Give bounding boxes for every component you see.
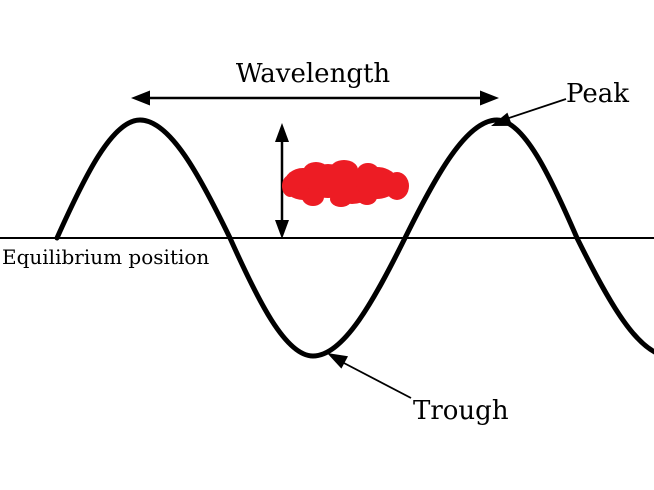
peak-pointer-arrow	[491, 98, 567, 126]
amplitude-arrow	[275, 123, 289, 239]
redaction-scribble	[282, 160, 409, 207]
peak-pointer-head	[491, 112, 513, 126]
amplitude-arrow-top-head	[275, 123, 289, 142]
wave-curve	[54, 117, 654, 359]
trough-pointer-head	[327, 353, 348, 369]
amplitude-arrow-bottom-head	[275, 220, 289, 239]
peak-pointer-shaft	[505, 98, 567, 120]
wavelength-label: Wavelength	[235, 59, 391, 89]
wavelength-arrow	[131, 90, 499, 106]
trough-label: Trough	[413, 396, 509, 426]
peak-label: Peak	[566, 79, 629, 109]
equilibrium-label: Equilibrium position	[2, 245, 210, 269]
wavelength-arrow-right-head	[480, 90, 499, 106]
wavelength-arrow-left-head	[131, 90, 150, 106]
trough-pointer-arrow	[327, 353, 412, 399]
trough-pointer-shaft	[341, 361, 412, 399]
